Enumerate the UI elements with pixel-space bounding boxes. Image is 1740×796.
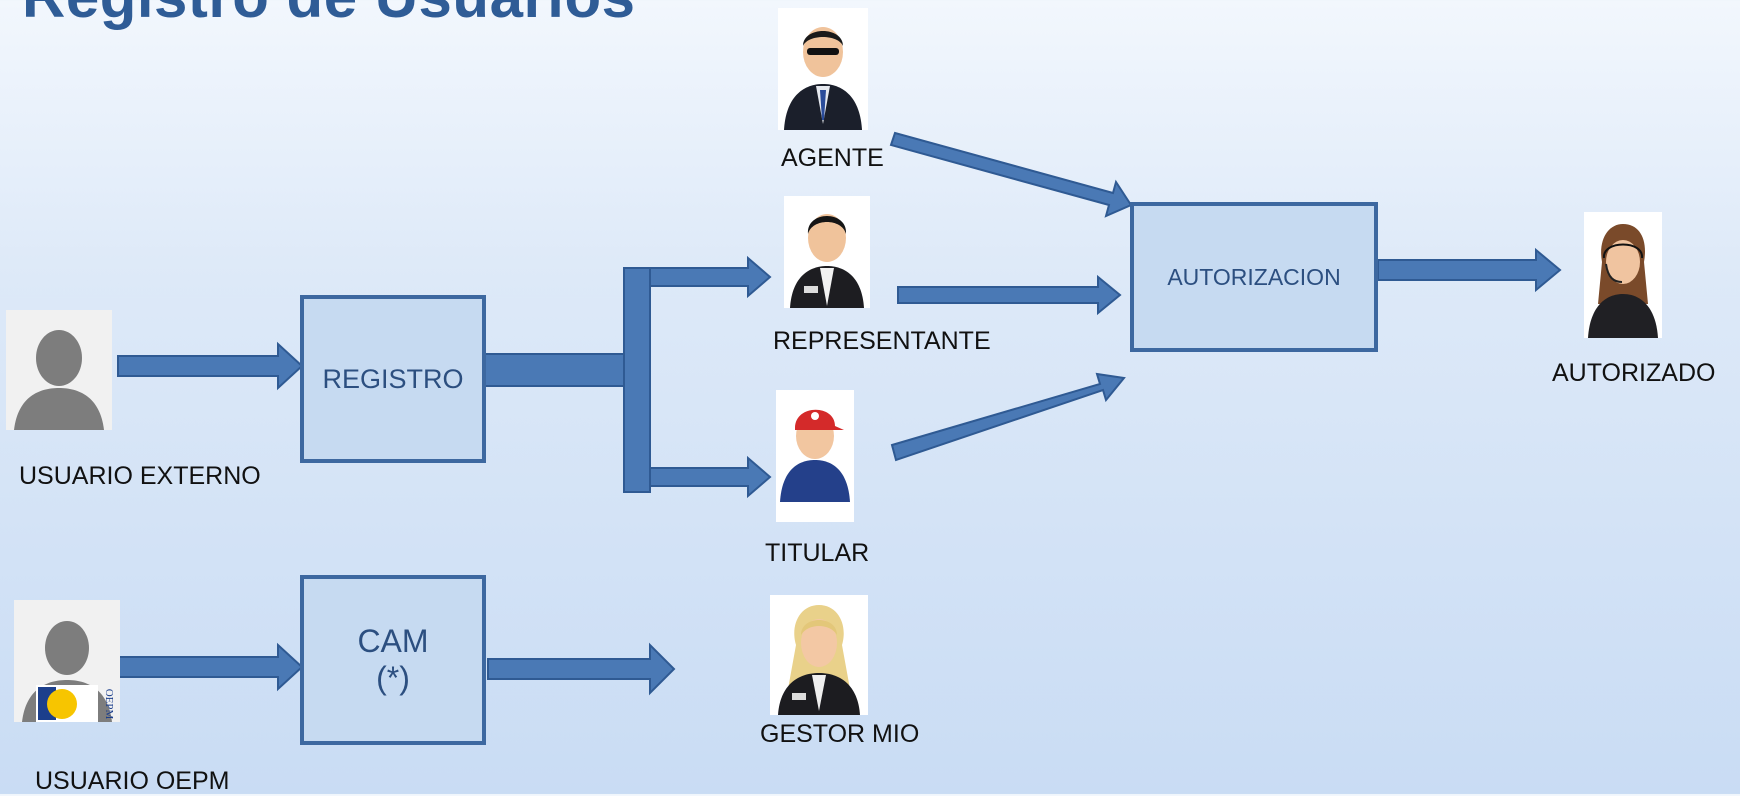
svg-text:OEPM: OEPM <box>103 689 115 720</box>
autorizacion-label: AUTORIZACION <box>1167 263 1341 290</box>
manager-icon <box>778 605 860 715</box>
arrow-oepm-to-cam <box>117 642 304 692</box>
titular-label: TITULAR <box>765 539 870 567</box>
representative-icon <box>790 214 864 308</box>
bracket-bar <box>623 267 651 493</box>
usuario-externo-label: USUARIO EXTERNO <box>19 462 261 490</box>
gestor-mio-label: GESTOR MIO <box>760 720 920 748</box>
arrow-autorizacion-to-autorizado <box>1377 247 1562 293</box>
page-title: Registro de Usuarios <box>22 0 636 31</box>
gestor-mio-avatar <box>770 595 868 715</box>
arrow-titular-to-autorizacion <box>890 372 1126 462</box>
authorized-user-icon <box>1588 224 1658 338</box>
agent-icon <box>784 27 862 130</box>
arrow-bracket-to-titular <box>649 455 772 499</box>
owner-icon <box>780 409 850 502</box>
usuario-oepm-avatar: OEPM <box>14 600 120 722</box>
titular-avatar <box>776 390 854 522</box>
representante-avatar <box>784 196 870 308</box>
arrow-agente-to-autorizacion <box>889 131 1133 218</box>
cam-sub-label: (*) <box>376 660 410 696</box>
arrow-externo-to-registro <box>117 341 304 391</box>
oepm-user-icon: OEPM <box>22 621 115 722</box>
usuario-oepm-label: USUARIO OEPM <box>35 767 230 795</box>
registro-box: REGISTRO <box>300 295 486 463</box>
cam-box: CAM (*) <box>300 575 486 745</box>
connector-registro-to-bracket <box>483 353 627 387</box>
autorizado-avatar <box>1584 212 1662 338</box>
user-silhouette-icon <box>14 330 104 430</box>
autorizacion-box: AUTORIZACION <box>1130 202 1378 352</box>
usuario-externo-avatar <box>6 310 112 430</box>
autorizado-label: AUTORIZADO <box>1552 359 1716 387</box>
cam-label: CAM <box>357 623 429 659</box>
agente-avatar <box>778 8 868 130</box>
agente-label: AGENTE <box>781 144 884 172</box>
representante-label: REPRESENTANTE <box>773 327 991 355</box>
arrow-bracket-to-representante <box>649 255 772 299</box>
arrow-representante-to-autorizacion <box>897 274 1122 316</box>
registro-label: REGISTRO <box>322 363 464 394</box>
arrow-cam-to-gestor <box>487 642 676 696</box>
